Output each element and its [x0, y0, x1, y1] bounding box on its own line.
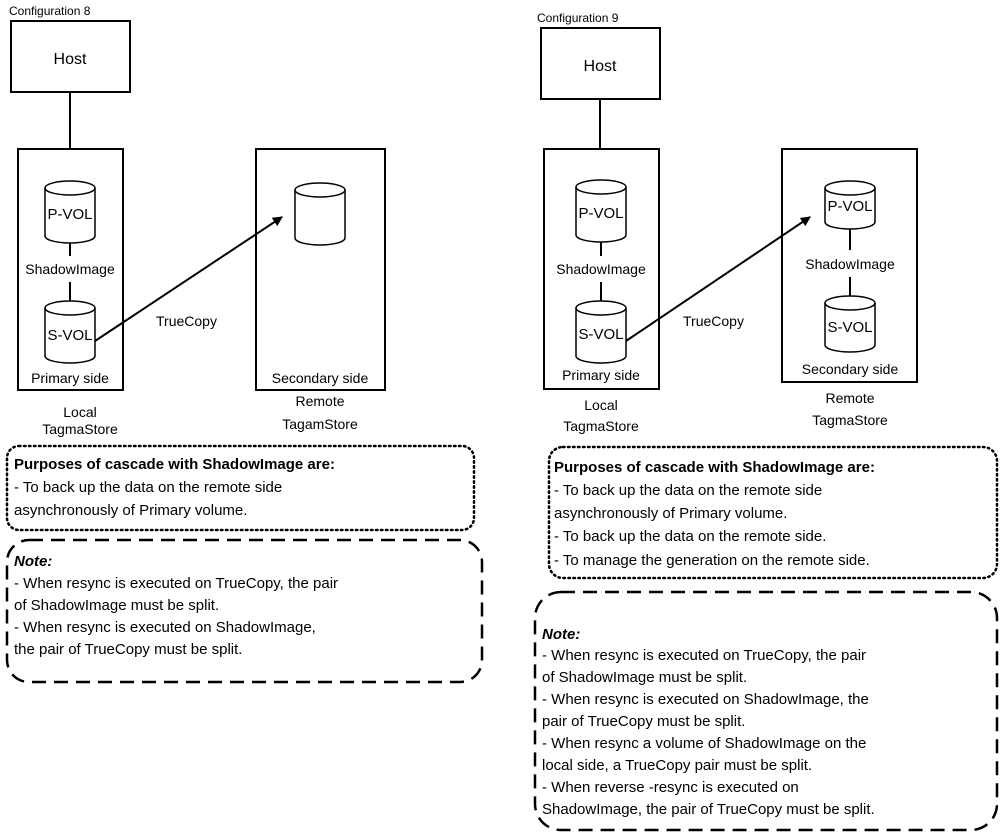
config9-pvol-cylinder: [575, 179, 627, 243]
config9-primary-side-label: Primary side: [562, 367, 640, 383]
config9-svol-label: S-VOL: [578, 326, 623, 343]
config9-note-line: pair of TrueCopy must be split.: [542, 713, 745, 730]
config8-host-label: Host: [54, 51, 87, 68]
config8-remote-cylinder: [294, 182, 346, 246]
config8-purposes-box: [5, 444, 476, 532]
config9-note-line: - When resync is executed on TrueCopy, t…: [542, 647, 866, 664]
config9-purposes-title: Purposes of cascade with ShadowImage are…: [554, 459, 875, 476]
config8-note-line: - When resync is executed on ShadowImage…: [14, 619, 316, 636]
config9-remote-svol-cylinder: [824, 295, 876, 353]
config8-local-label-line2: TagmaStore: [42, 421, 118, 437]
configuration-9: Configuration 9 Host P-VOL ShadowImage S…: [533, 11, 999, 832]
config8-truecopy-label: TrueCopy: [156, 313, 217, 329]
config8-pvol-cylinder: [44, 180, 96, 244]
config9-note-line: - When resync is executed on ShadowImage…: [542, 691, 869, 708]
config9-note-line: - When resync a volume of ShadowImage on…: [542, 735, 866, 752]
config9-note-line: local side, a TrueCopy pair must be spli…: [542, 757, 812, 774]
config8-note-line: the pair of TrueCopy must be split.: [14, 641, 242, 658]
config9-note-box: [533, 590, 999, 832]
config8-svol-label: S-VOL: [47, 327, 92, 344]
config9-truecopy-arrow: [625, 216, 811, 342]
config9-remote-svol-label: S-VOL: [827, 319, 872, 336]
config9-secondary-side-label: Secondary side: [802, 361, 899, 377]
config9-purpose-line: - To back up the data on the remote side…: [554, 528, 826, 545]
config8-truecopy-arrow: [94, 216, 283, 342]
config8-note-line: - When resync is executed on TrueCopy, t…: [14, 575, 338, 592]
config8-remote-label-line1: Remote: [295, 393, 344, 409]
config9-truecopy-label: TrueCopy: [683, 313, 744, 329]
config9-svol-cylinder: [575, 300, 627, 364]
config8-shadowimage-label: ShadowImage: [25, 261, 115, 277]
config8-primary-side-label: Primary side: [31, 370, 109, 386]
config8-purpose-line: - To back up the data on the remote side: [14, 479, 282, 496]
config9-note-line: ShadowImage, the pair of TrueCopy must b…: [542, 801, 875, 818]
config8-purpose-line: asynchronously of Primary volume.: [14, 502, 247, 519]
config9-remote-pvol-label: P-VOL: [827, 198, 872, 215]
config9-local-label-line1: Local: [584, 397, 617, 413]
config8-title: Configuration 8: [9, 4, 91, 18]
config8-pvol-label: P-VOL: [47, 206, 92, 223]
config9-note-title: Note:: [542, 626, 580, 643]
config8-local-label-line1: Local: [63, 404, 96, 420]
config9-shadowimage-label: ShadowImage: [556, 261, 646, 277]
config9-host-box: [540, 27, 661, 100]
config9-remote-shadowimage-label: ShadowImage: [805, 256, 895, 272]
config8-purposes-title: Purposes of cascade with ShadowImage are…: [14, 456, 335, 473]
config8-note-box: [5, 538, 484, 684]
config8-secondary-side-label: Secondary side: [272, 370, 369, 386]
configuration-8: Configuration 8 Host P-VOL ShadowImage S…: [5, 4, 484, 684]
config9-host-label: Host: [584, 58, 617, 75]
config9-purpose-line: - To manage the generation on the remote…: [554, 552, 870, 569]
config9-remote-label-line1: Remote: [825, 390, 874, 406]
config8-host-box: [10, 20, 131, 93]
config8-svol-cylinder: [44, 300, 96, 364]
config9-purpose-line: - To back up the data on the remote side: [554, 482, 822, 499]
config9-remote-pvol-cylinder: [824, 180, 876, 230]
config9-pvol-label: P-VOL: [578, 205, 623, 222]
config9-local-label-line2: TagmaStore: [563, 418, 639, 434]
config9-title: Configuration 9: [537, 11, 619, 25]
config9-note-line: of ShadowImage must be split.: [542, 669, 747, 686]
config9-remote-label-line2: TagmaStore: [812, 412, 888, 428]
config9-note-line: - When reverse -resync is executed on: [542, 779, 799, 796]
config8-note-line: of ShadowImage must be split.: [14, 597, 219, 614]
config9-purposes-box: [547, 445, 999, 580]
config8-remote-label-line2: TagamStore: [282, 416, 358, 432]
config8-note-title: Note:: [14, 553, 52, 570]
config9-purpose-line: asynchronously of Primary volume.: [554, 505, 787, 522]
